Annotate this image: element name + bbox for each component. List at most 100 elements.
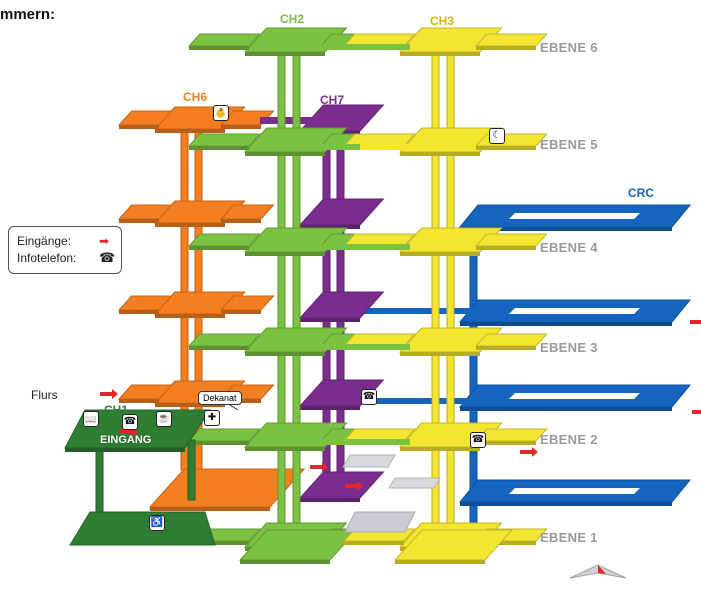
entrance-arrow-6 (345, 481, 363, 491)
ch6-level-3-wing-left-edge (119, 399, 159, 403)
ch3-ground-edge (395, 560, 485, 564)
entrance-arrow-3 (692, 410, 701, 414)
ch7-level-1-edge (300, 225, 360, 229)
dekanat-callout: Dekanat (198, 391, 242, 405)
legend-entrances-label: Eingänge: (17, 234, 72, 248)
ch6-level-0-wing-left-edge (119, 125, 159, 129)
ch3-level-3-core-edge (400, 352, 480, 356)
ch6-level-1-core-edge (155, 223, 225, 227)
ch7-level-2-edge (300, 318, 360, 322)
ch3-level-0-wing-right-edge (476, 46, 536, 50)
label-ch7: CH7 (320, 93, 345, 107)
ch3-level-2-wing-right (474, 233, 548, 247)
ch1-column-2 (187, 439, 196, 501)
phone-ch7-icon[interactable]: ☎ (361, 389, 377, 405)
label-crc: CRC (628, 186, 654, 200)
ch2-level-3-core-edge (245, 352, 325, 356)
ch3-level-1-core-edge (400, 152, 480, 156)
crc-plate-slot-0 (509, 213, 640, 219)
ch7-level-2 (298, 291, 385, 319)
ch6-level-0-core-edge (155, 129, 225, 133)
entrance-arrow-5 (310, 462, 328, 472)
ch3-column-right (446, 39, 455, 546)
bridge-ch3-5 (360, 144, 410, 150)
ch2-ground-edge (240, 560, 330, 564)
ch1-lower-plate (69, 511, 216, 546)
crc-plate-slot-1 (509, 308, 640, 314)
gray-block-2 (342, 454, 396, 468)
legend-phone-label: Infotelefon: (17, 251, 77, 265)
ch7-level-1 (298, 198, 385, 226)
ch3-level-4-wing-right-edge (476, 441, 536, 445)
ch7-level-3-edge (300, 406, 360, 410)
label-ch6: CH6 (183, 90, 208, 104)
ch3-level-2-core-edge (400, 252, 480, 256)
entrance-arrow-2 (520, 447, 538, 457)
flurs-text: Flurs (31, 388, 58, 402)
ch2-level-1-wing-left-edge (189, 146, 249, 150)
ch2-level-2-wing-left-edge (189, 246, 249, 250)
crc-plate-edge-0 (460, 227, 672, 231)
ch6-level-0-wing-right-edge (221, 125, 261, 129)
ch2-level-4-wing-left-edge (189, 441, 249, 445)
ch2-level-0-core-edge (245, 52, 325, 56)
cafe-cup-icon[interactable]: ☕ (156, 411, 172, 427)
ch2-level-1-core-edge (245, 152, 325, 156)
phone-icon: ☎ (99, 250, 116, 265)
ch3-level-2-wing-right-edge (476, 246, 536, 250)
ch2-level-4-core-edge (245, 447, 325, 451)
entrance-arrow-4 (690, 320, 701, 324)
ch2-column-right (292, 39, 301, 546)
ch3-level-5-wing-right-edge (476, 541, 536, 545)
ch3-level-3-wing-right (474, 333, 548, 347)
phone-ch3-icon[interactable]: ☎ (470, 432, 486, 448)
crc-bridge-2 (360, 398, 480, 404)
eingang-label: EINGANG (100, 434, 152, 446)
ch2-level-1-wing-left (187, 133, 261, 147)
crc-column (469, 214, 478, 526)
library-book-icon[interactable]: 📖 (83, 411, 99, 427)
crc-plate-slot-3 (509, 488, 640, 494)
ch2-level-2-core-edge (245, 252, 325, 256)
ch2-level-0-wing-left-edge (189, 46, 249, 50)
bridge-ch2-ch3-0 (320, 44, 410, 50)
entrance-arrow-icon: ➡ (99, 234, 110, 248)
ch2-level-3-wing-left (187, 333, 261, 347)
ch3-level-3-wing-right-edge (476, 346, 536, 350)
page-heading: mmern: (0, 6, 56, 23)
ch2-column-left (277, 39, 286, 546)
accessible-wc-icon[interactable]: ♿ (149, 515, 165, 531)
ch7-level-4 (298, 471, 385, 499)
ch3-level-4-core-edge (400, 447, 480, 451)
ch6-level-2-wing-left-edge (119, 310, 159, 314)
gray-block-3 (388, 477, 441, 489)
ch2-level-0-wing-left (187, 33, 261, 47)
label-ch3: CH3 (430, 14, 455, 28)
level-label-4: EBENE 4 (540, 240, 598, 255)
gray-block-1 (344, 511, 416, 533)
crc-plate-edge-2 (460, 407, 672, 411)
ch6-level-1-wing-left-edge (119, 219, 159, 223)
legend-box: Eingänge: ➡ Infotelefon: ☎ (8, 226, 122, 274)
label-ch2: CH2 (280, 12, 305, 26)
bridge-ch2-ch3-4 (320, 439, 410, 445)
phone-ch1-icon[interactable]: ☎ (122, 414, 138, 430)
ch6-ground-edge (150, 507, 270, 511)
entrance-arrow-0 (100, 389, 118, 399)
emergency-exit-icon[interactable]: ✚ (204, 410, 220, 426)
baby-changing-icon[interactable]: 👶 (213, 105, 229, 121)
ch2-level-2-wing-left (187, 233, 261, 247)
level-label-1: EBENE 1 (540, 530, 598, 545)
ch1-upper-edge (65, 448, 185, 452)
ch3-level-1-wing-right (474, 133, 548, 147)
prayer-room-moon-icon[interactable]: ☾ (489, 128, 505, 144)
level-label-2: EBENE 2 (540, 432, 598, 447)
level-label-3: EBENE 3 (540, 340, 598, 355)
label-ch1: CH1 (104, 403, 129, 417)
crc-plate-slot-2 (509, 393, 640, 399)
ch3-level-1-wing-right-edge (476, 146, 536, 150)
ch2-level-3-wing-left-edge (189, 346, 249, 350)
ch2-level-5-wing-left-edge (189, 541, 249, 545)
